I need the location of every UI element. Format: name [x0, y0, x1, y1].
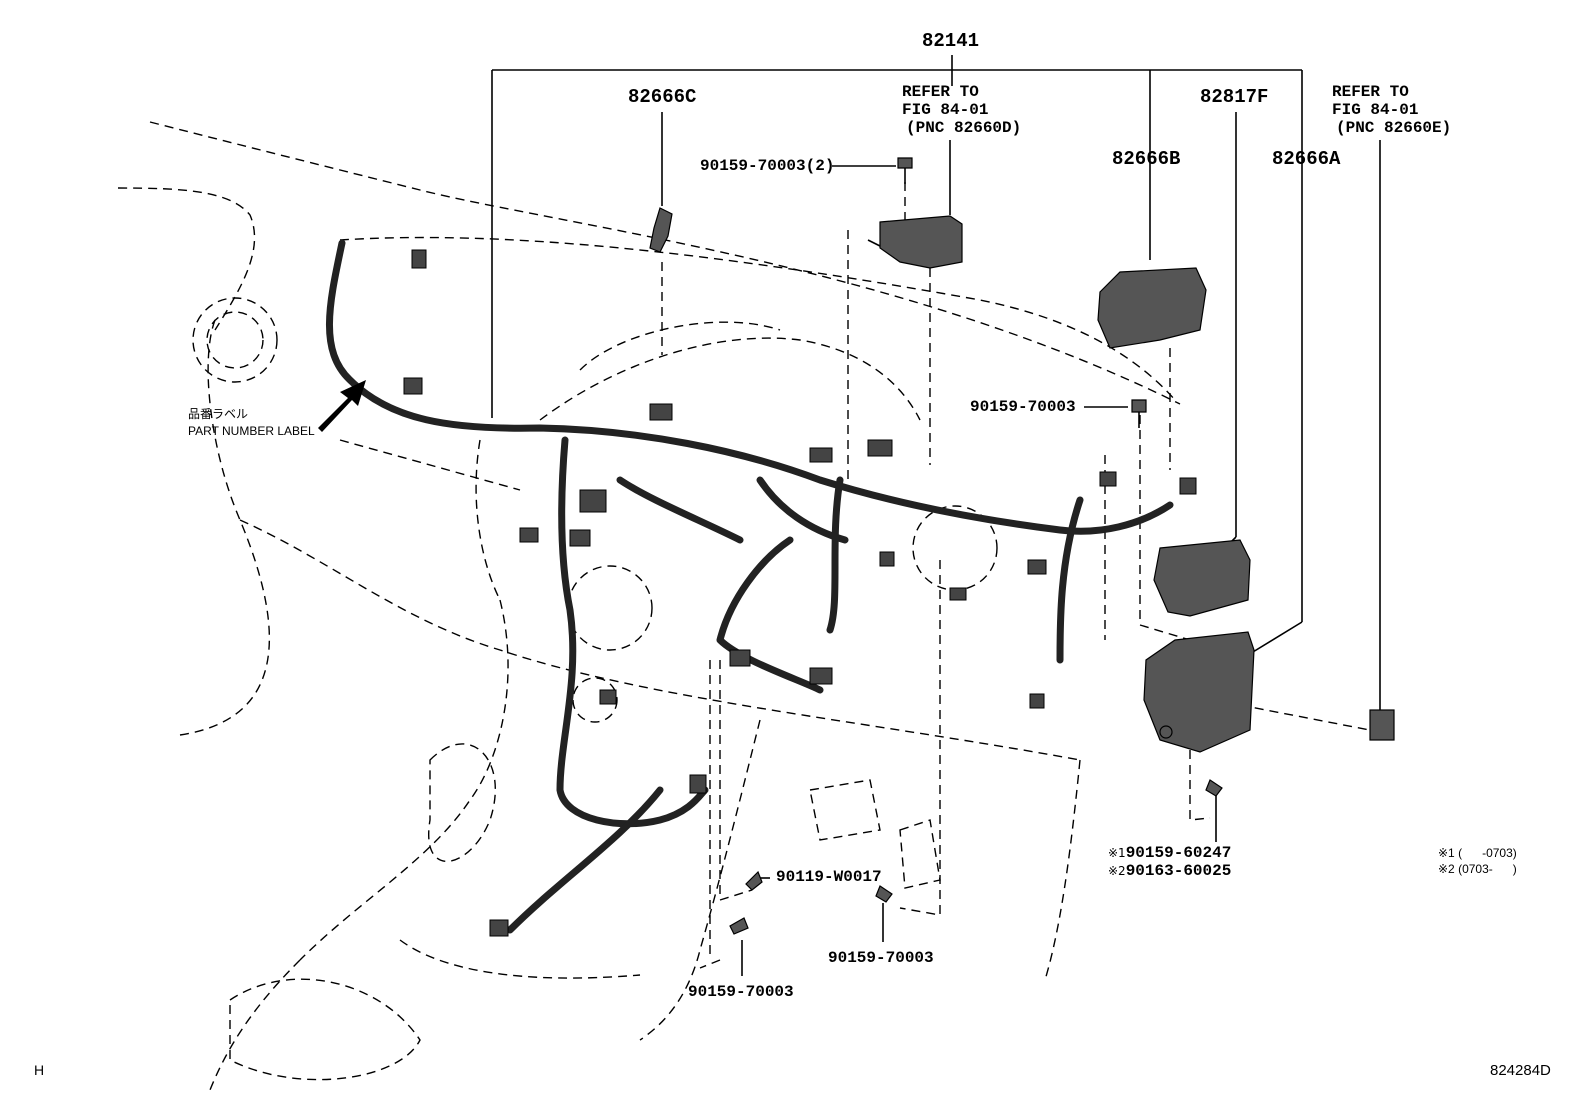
connector-82660e — [1369, 709, 1395, 741]
bolts — [729, 157, 1223, 935]
junction-block-82666a — [1143, 631, 1255, 753]
callout-82666a: 82666A — [1272, 148, 1341, 170]
refer-left-line-3: (PNC 82660D) — [906, 119, 1022, 137]
note-2: ※2 (0703- ) — [1438, 863, 1517, 875]
refer-right-line-2: FIG 84-01 — [1332, 101, 1419, 119]
callout-82817f: 82817F — [1200, 86, 1269, 108]
corner-letter: H — [34, 1062, 45, 1078]
bolt-top-label: 90159-70003(2) — [700, 157, 835, 175]
note-1-text: ( -0703) — [1458, 846, 1517, 860]
bolt-lower-right-label: 90159-70003 — [828, 949, 934, 967]
figure-code: 824284D — [1490, 1062, 1551, 1079]
alt-bolt-2-part: 90163-60025 — [1125, 862, 1232, 880]
clip-82666c — [649, 207, 673, 253]
label-tag-japanese: 品番ラベル — [188, 407, 249, 421]
callout-82666c: 82666C — [628, 86, 697, 108]
refer-left-line-2: FIG 84-01 — [902, 101, 989, 119]
refer-left-line-1: REFER TO — [902, 83, 979, 101]
note-2-mark: ※2 — [1438, 862, 1455, 876]
label-arrow — [318, 380, 366, 432]
wire-harness — [325, 239, 1174, 934]
assembly-lines — [339, 182, 1381, 969]
bolt-lower-center-label: 90119-W0017 — [776, 868, 882, 886]
main-harness-leader-lines — [491, 55, 1381, 976]
relay-block-82666b — [1097, 267, 1207, 349]
callout-82141: 82141 — [922, 30, 980, 52]
alt-bolt-1-part: 90159-60247 — [1125, 844, 1232, 862]
note-1-mark: ※1 — [1438, 846, 1455, 860]
callout-82666b: 82666B — [1112, 148, 1181, 170]
alt-bolt-1-mark: ※1 — [1108, 846, 1126, 860]
bolt-mid-label: 90159-70003 — [970, 398, 1076, 416]
label-tag-english: PART NUMBER LABEL — [188, 424, 315, 438]
refer-right-line-1: REFER TO — [1332, 83, 1409, 101]
dashboard-outline — [117, 121, 1181, 1091]
bolt-lower-left-label: 90159-70003 — [688, 983, 794, 1001]
box-82817f — [1153, 539, 1251, 617]
note-2-text: (0703- ) — [1458, 862, 1517, 876]
alt-bolt-1: ※190159-60247 — [1108, 845, 1231, 861]
alt-bolt-2-mark: ※2 — [1108, 864, 1126, 878]
connectors — [403, 249, 1197, 937]
note-1: ※1 ( -0703) — [1438, 847, 1517, 859]
alt-bolt-2: ※290163-60025 — [1108, 863, 1231, 879]
connector-82660d — [867, 215, 963, 269]
refer-right-line-3: (PNC 82660E) — [1336, 119, 1452, 137]
